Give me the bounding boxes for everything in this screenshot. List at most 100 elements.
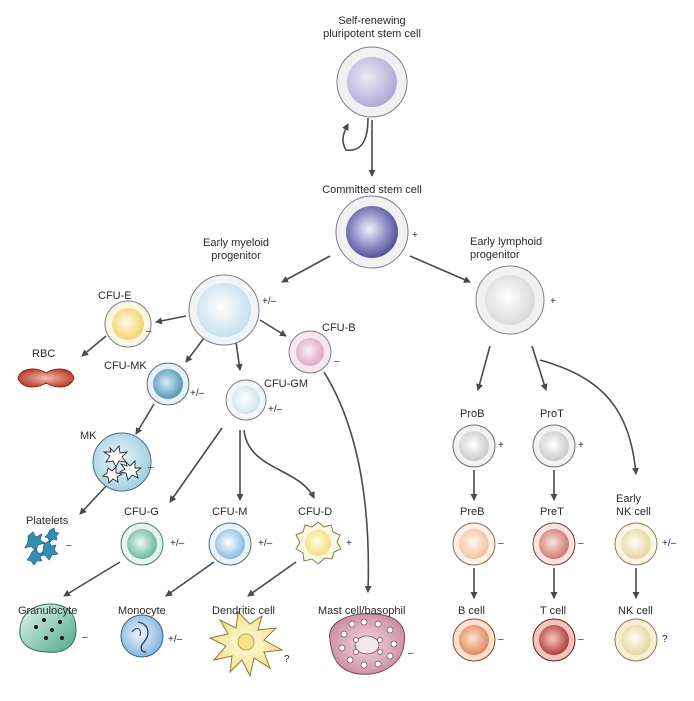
- nk-cell: [614, 618, 658, 662]
- granulocyte-cell: [19, 603, 77, 653]
- early-lymphoid-progenitor-cell: [475, 265, 545, 335]
- self-renewal-arrow: [342, 117, 369, 151]
- cfu-m-label: CFU-M: [212, 506, 248, 518]
- mk-label: MK: [80, 430, 97, 442]
- platelets-sign: –: [66, 540, 72, 551]
- mk-to-platelets-arrow: [79, 483, 109, 515]
- committed-to-lymphoid-arrow: [409, 255, 471, 283]
- dendritic-sign: ?: [284, 654, 290, 665]
- committed-stem-cell-sign: +: [412, 230, 418, 241]
- cfu-d-label: CFU-D: [298, 506, 333, 518]
- platelets-label: Platelets: [26, 515, 69, 527]
- myeloid-to-cfub-arrow: [259, 319, 287, 337]
- cfu-e-cell: [104, 300, 152, 348]
- cfu-g-cell: [120, 522, 164, 566]
- early-myeloid-label: Early myeloid progenitor: [203, 237, 269, 263]
- cfue-to-rbc-arrow: [81, 335, 107, 357]
- early-myeloid-sign: +/–: [262, 296, 277, 307]
- dendritic-label: Dendritic cell: [212, 605, 275, 617]
- lymphoid-to-earlynk-arrow: [539, 359, 639, 475]
- cfug-to-granulocyte-arrow: [63, 561, 121, 597]
- preb-cell: [452, 522, 496, 566]
- early-nk-sign: +/–: [662, 538, 677, 549]
- mk-cell: [92, 432, 152, 492]
- prot-label: ProT: [540, 408, 564, 420]
- early-lymphoid-label-line1: Early lymphoid: [470, 236, 543, 248]
- cfu-m-cell: [208, 522, 252, 566]
- bcell-sign: –: [498, 634, 504, 645]
- lymphoid-to-prot-arrow: [531, 345, 548, 391]
- pret-label: PreT: [540, 506, 564, 518]
- cfu-d-cell: [295, 521, 342, 565]
- lymphoid-to-prob-arrow: [476, 345, 491, 391]
- pret-sign: –: [578, 538, 584, 549]
- cfum-to-monocyte-arrow: [165, 561, 215, 597]
- cfu-e-label: CFU-E: [98, 290, 132, 302]
- prob-label: ProB: [460, 408, 485, 420]
- stem-cell: [336, 46, 408, 118]
- myeloid-to-cfumk-arrow: [185, 337, 205, 363]
- mast-cell: [329, 613, 406, 675]
- pret-cell: [532, 522, 576, 566]
- granulocyte-label: Granulocyte: [18, 605, 78, 617]
- monocyte-sign: +/–: [168, 634, 183, 645]
- cfud-to-dendritic-arrow: [247, 561, 297, 597]
- t-cell: [532, 618, 576, 662]
- prob-cell: [452, 424, 496, 468]
- mast-label: Mast cell/basophil: [318, 605, 406, 617]
- prob-sign: +: [498, 440, 504, 451]
- prot-sign: +: [578, 440, 584, 451]
- early-nk-label-line1: Early: [616, 493, 642, 505]
- committed-to-myeloid-arrow: [281, 255, 331, 283]
- early-nk-label: Early NK cell: [616, 493, 651, 519]
- monocyte-cell: [120, 614, 164, 658]
- early-lymphoid-label-line2: progenitor: [470, 249, 520, 261]
- early-myeloid-label-line1: Early myeloid: [202, 237, 270, 249]
- prot-cell: [532, 424, 576, 468]
- mast-sign: –: [408, 648, 414, 659]
- stem-cell-label: Self-renewing pluripotent stem cell: [323, 15, 421, 41]
- myeloid-to-cfugm-arrow: [235, 341, 243, 371]
- monocyte-label: Monocyte: [118, 605, 166, 617]
- cfu-b-cell: [288, 330, 332, 374]
- cfu-e-sign: –: [146, 326, 152, 337]
- bcell-label: B cell: [458, 605, 485, 617]
- preb-label: PreB: [460, 506, 485, 518]
- myeloid-to-cfue-arrow: [155, 315, 187, 325]
- nkcell-sign: ?: [662, 634, 668, 645]
- b-cell: [452, 618, 496, 662]
- cfu-g-label: CFU-G: [124, 506, 159, 518]
- cfu-m-sign: +/–: [258, 538, 273, 549]
- stem-cell-label-line1: Self-renewing: [338, 15, 406, 27]
- cfu-gm-sign: +/–: [268, 404, 283, 415]
- committed-stem-cell: [335, 195, 409, 269]
- rbc-label: RBC: [32, 348, 56, 360]
- tcell-label: T cell: [540, 605, 567, 617]
- stem-cell-label-line2: pluripotent stem cell: [323, 28, 421, 40]
- dendritic-cell: [208, 610, 284, 678]
- cfu-b-label: CFU-B: [322, 322, 356, 334]
- early-lymphoid-sign: +: [550, 296, 556, 307]
- cfu-d-sign: +: [346, 538, 352, 549]
- committed-stem-cell-label: Committed stem cell: [322, 184, 422, 196]
- cfugm-to-cfud-arrow: [243, 429, 315, 499]
- tcell-sign: –: [578, 634, 584, 645]
- mk-sign: –: [148, 462, 154, 473]
- cfu-b-sign: –: [334, 356, 340, 367]
- early-nk-label-line2: NK cell: [616, 506, 651, 518]
- cfumk-to-mk-arrow: [135, 403, 155, 435]
- cfu-gm-label: CFU-GM: [264, 378, 308, 390]
- cfu-mk-cell: [146, 362, 190, 406]
- early-myeloid-label-line2: progenitor: [211, 250, 261, 262]
- early-nk-cell: [614, 522, 658, 566]
- early-lymphoid-label: Early lymphoid progenitor: [470, 236, 542, 262]
- preb-sign: –: [498, 538, 504, 549]
- rbc-cell: [17, 368, 75, 388]
- cfu-g-sign: +/–: [170, 538, 185, 549]
- platelets-cell: [24, 527, 60, 566]
- nkcell-label: NK cell: [618, 605, 653, 617]
- granulocyte-sign: –: [82, 632, 88, 643]
- cfugm-to-cfug-arrow: [169, 427, 223, 503]
- cfu-mk-label: CFU-MK: [104, 360, 147, 372]
